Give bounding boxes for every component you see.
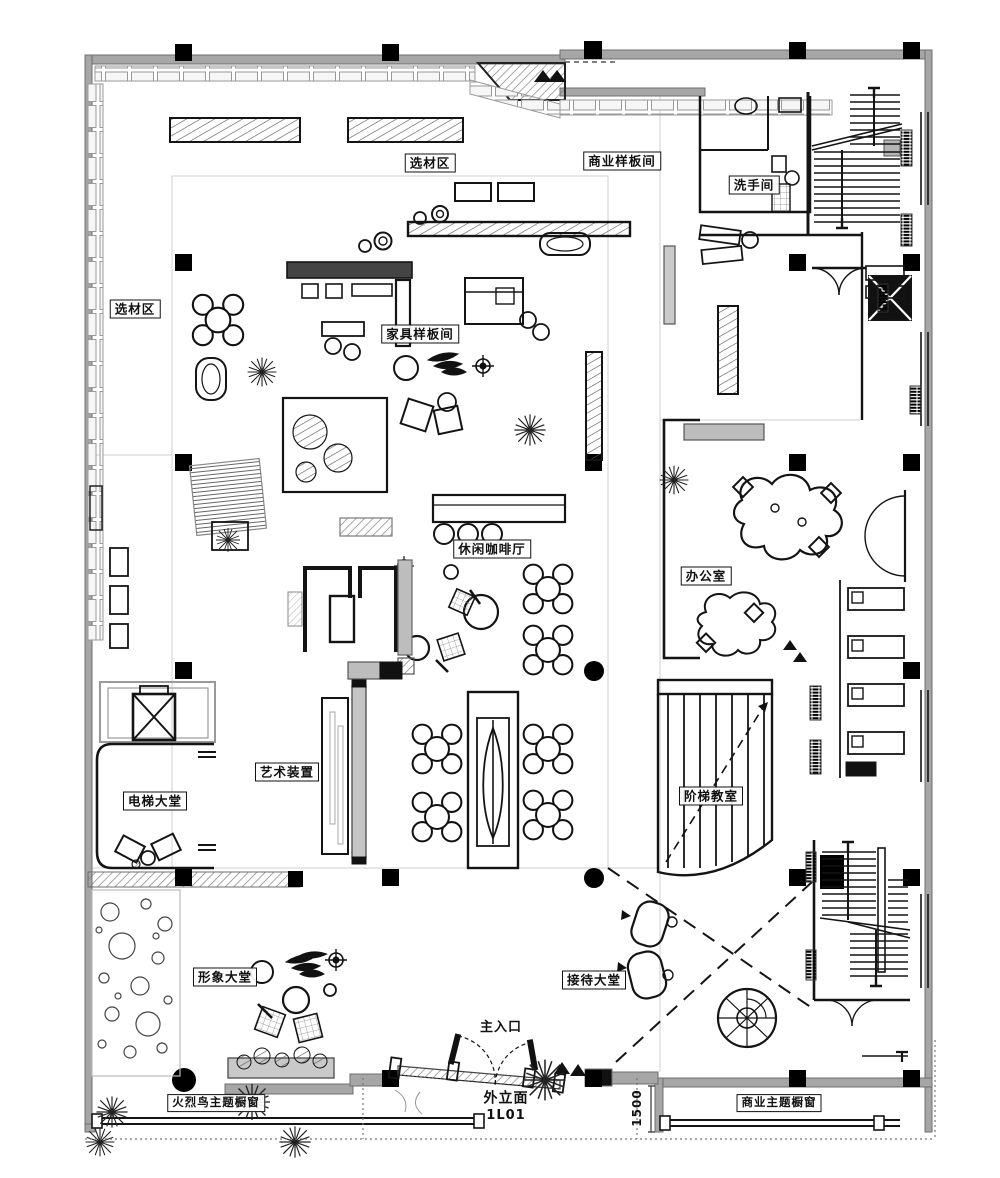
washroom-area [698,96,812,214]
double-door-and-elevator-right [811,232,912,420]
illegible-stamp-icon [877,283,889,313]
site-boundary-dotted [85,1040,936,1140]
staircase-top-right [700,86,903,237]
planter-garden [188,396,393,553]
room-label-material-area-left: 选材区 [109,299,161,319]
room-label-art-installation: 艺术装置 [254,762,320,782]
room-label-lecture-hall: 阶梯教室 [678,786,744,806]
elevator-lobby-left [95,681,216,870]
annotation-dimension-1500: 1500 [629,1089,644,1127]
annotation-facade: 外立面 [483,1090,529,1107]
room-label-reception-lobby: 接待大堂 [561,970,627,990]
room-label-office: 办公室 [680,566,732,586]
room-label-cafe: 休闲咖啡厅 [453,539,531,559]
reception-area [607,867,813,1063]
illegible-stamps [805,129,922,981]
display-windows [84,1046,900,1159]
main-entrance [387,1033,586,1094]
illegible-stamp-icon [809,739,822,775]
room-label-commercial-model-room: 商业样板间 [583,151,661,171]
room-label-image-lobby: 形象大堂 [192,967,258,987]
art-installation-wall [321,679,367,865]
annotation-facade-code: 1L01 [486,1108,526,1124]
illegible-stamp-icon [900,213,913,247]
center-display-table [466,690,520,870]
illegible-stamp-icon [909,385,922,415]
left-wall-fixtures [89,485,129,649]
room-label-material-area-top: 选材区 [404,153,456,173]
display-shelving [87,65,833,641]
office-area [658,224,905,778]
room-label-furniture-model-room: 家具样板间 [381,324,459,344]
illegible-stamp-icon [805,949,817,981]
room-label-washroom: 洗手间 [728,175,780,195]
showroom-top-furniture [169,117,632,461]
right-wall-windows [864,112,929,988]
terrazzo-floor [91,889,181,1077]
lecture-hall-steps [656,678,774,877]
room-label-flamingo-window: 火烈鸟主题橱窗 [167,1094,265,1112]
kitchen-bar-counter [287,559,415,680]
illegible-stamp-icon [900,129,913,167]
image-lobby-art [250,948,348,1044]
annotation-main-entrance: 主入口 [479,1020,523,1036]
illegible-stamp-icon [809,685,822,721]
room-label-elevator-lobby: 电梯大堂 [122,791,188,811]
staircase-bottom-right [812,840,911,1062]
illegible-stamp-icon [805,851,817,883]
room-label-commercial-window: 商业主题橱窗 [736,1094,822,1112]
zone-boundaries [88,92,860,1072]
